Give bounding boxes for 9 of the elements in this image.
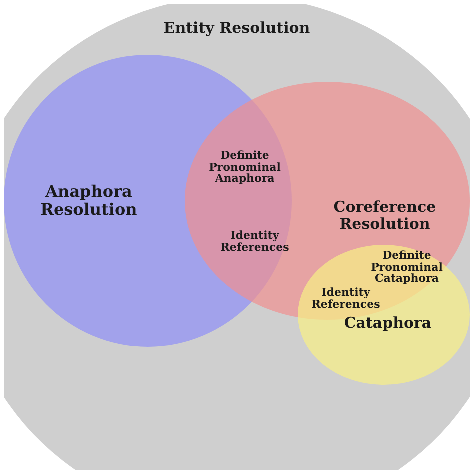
set-label: Entity Resolution [162, 20, 312, 38]
set-label: Anaphora Resolution [40, 183, 138, 220]
overlap-label: Definite Pronominal Anaphora [208, 150, 282, 185]
overlap-label: Identity References [220, 230, 290, 254]
overlap-label: Definite Pronominal Cataphora [370, 250, 444, 285]
set-label: Cataphora [343, 315, 433, 332]
set-label: Coreference Resolution [332, 199, 438, 234]
venn-circle [298, 245, 470, 385]
overlap-label: Identity References [310, 287, 382, 310]
